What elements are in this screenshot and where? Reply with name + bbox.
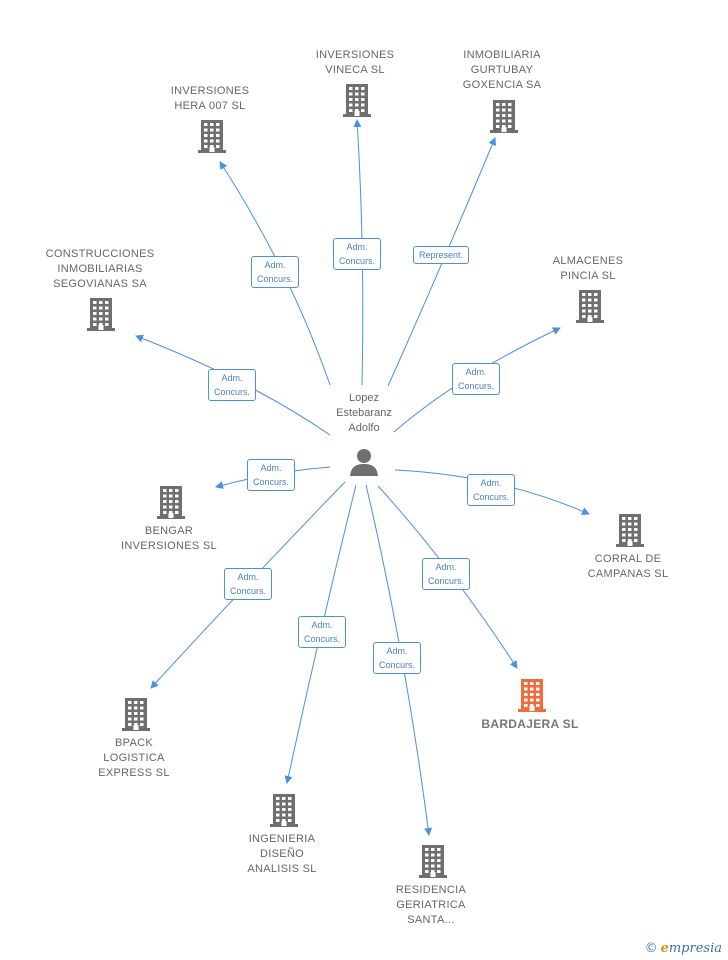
company-name-line: SEGOVIANAS SA <box>53 278 147 290</box>
inversiones-vineca-building-icon[interactable] <box>341 82 373 123</box>
corral-de-campanas-label[interactable]: CORRAL DE CAMPANAS SL <box>588 552 669 582</box>
role-text: Adm. <box>386 646 408 656</box>
role-text: Adm. <box>435 562 457 572</box>
corral-de-campanas-building-icon[interactable] <box>614 512 646 553</box>
company-name-line: INVERSIONES SL <box>121 540 217 552</box>
company-name-line: INVERSIONES <box>315 49 395 61</box>
role-text: Concurs. <box>256 274 294 284</box>
role-text: Adm. <box>264 260 286 270</box>
bardajera-label[interactable]: BARDAJERA SL <box>481 717 578 732</box>
edge-role-badge[interactable]: Adm. Concurs. <box>421 558 471 590</box>
role-text: Adm. <box>221 373 243 383</box>
company-name-line: CAMPANAS SL <box>587 568 669 580</box>
company-name-line: LOGISTICA <box>103 752 165 764</box>
edge-role-badge[interactable]: Adm. Concurs. <box>297 616 347 648</box>
company-name-line: SANTA... <box>407 914 455 926</box>
almacenes-pincia-building-icon[interactable] <box>574 288 606 329</box>
role-text: Concurs. <box>213 387 251 397</box>
bengar-inversiones-label[interactable]: BENGAR INVERSIONES SL <box>121 524 217 554</box>
inversiones-vineca-label[interactable]: INVERSIONES VINECA SL <box>316 48 395 78</box>
role-text: Adm. <box>237 572 259 582</box>
role-text: Adm. <box>346 242 368 252</box>
person-name-line: Adolfo <box>348 422 380 434</box>
inmobiliaria-gurtubay-label[interactable]: INMOBILIARIA GURTUBAY GOXENCIA SA <box>463 48 542 93</box>
company-name-line: GURTUBAY <box>470 64 534 76</box>
edge-role-badge[interactable]: Represent. <box>412 246 470 264</box>
person-name[interactable]: Lopez Estebaranz Adolfo <box>336 391 392 436</box>
person-name-line: Estebaranz <box>336 407 392 419</box>
role-text: Concurs. <box>303 634 341 644</box>
inversiones-hera-building-icon[interactable] <box>196 118 228 159</box>
edge-role-badge[interactable]: Adm. Concurs. <box>332 238 382 270</box>
inversiones-hera-label[interactable]: INVERSIONES HERA 007 SL <box>171 84 250 114</box>
bpack-logistica-label[interactable]: BPACK LOGISTICA EXPRESS SL <box>98 736 169 781</box>
inmobiliaria-gurtubay-building-icon[interactable] <box>488 98 520 139</box>
company-name-line: EXPRESS SL <box>98 767 170 779</box>
role-text: Concurs. <box>427 576 465 586</box>
company-name-line: INMOBILIARIAS <box>57 263 143 275</box>
edge-role-badge[interactable]: Adm. Concurs. <box>223 568 273 600</box>
ingenieria-diseno-label[interactable]: INGENIERIA DISEÑO ANALISIS SL <box>247 832 316 877</box>
brand-initial: e <box>660 941 669 956</box>
company-name-line: INGENIERIA <box>248 833 316 845</box>
company-name-line: PINCIA SL <box>560 270 616 282</box>
company-name-line: DISEÑO <box>260 848 304 860</box>
ingenieria-diseno-building-icon[interactable] <box>268 792 300 833</box>
company-name-line: RESIDENCIA <box>395 884 467 896</box>
role-text: Adm. <box>480 478 502 488</box>
brand-name: mpresia <box>668 941 722 956</box>
company-name-line: INVERSIONES <box>170 85 250 97</box>
role-text: Represent. <box>418 250 464 260</box>
edge-role-badge[interactable]: Adm. Concurs. <box>250 256 300 288</box>
company-name-line: BPACK <box>115 737 153 749</box>
residencia-geriatrica-building-icon[interactable] <box>417 843 449 884</box>
company-name-line: BARDAJERA SL <box>481 717 579 731</box>
construcciones-segovianas-label[interactable]: CONSTRUCCIONES INMOBILIARIAS SEGOVIANAS SA <box>46 247 155 292</box>
role-text: Concurs. <box>457 381 495 391</box>
role-text: Adm. <box>465 367 487 377</box>
company-name-line: BENGAR <box>144 525 194 537</box>
bengar-inversiones-building-icon[interactable] <box>155 484 187 525</box>
company-name-line: ANALISIS SL <box>247 863 317 875</box>
company-name-line: GERIATRICA <box>396 899 466 911</box>
company-name-line: CORRAL DE <box>594 553 662 565</box>
role-text: Adm. <box>260 463 282 473</box>
edge-role-badge[interactable]: Adm. Concurs. <box>372 642 422 674</box>
empresia-logo[interactable]: ©empresia <box>645 941 722 956</box>
edge-role-badge[interactable]: Adm. Concurs. <box>246 459 296 491</box>
company-name-line: HERA 007 SL <box>174 100 246 112</box>
company-name-line: GOXENCIA SA <box>462 79 542 91</box>
residencia-geriatrica-label[interactable]: RESIDENCIA GERIATRICA SANTA... <box>396 883 466 928</box>
person-icon[interactable] <box>349 447 379 482</box>
edge-role-badge[interactable]: Adm. Concurs. <box>451 363 501 395</box>
person-name-line: Lopez <box>349 392 379 404</box>
company-name-line: VINECA SL <box>325 64 385 76</box>
construcciones-segovianas-building-icon[interactable] <box>85 296 117 337</box>
bpack-logistica-building-icon[interactable] <box>120 696 152 737</box>
role-text: Concurs. <box>252 477 290 487</box>
role-text: Adm. <box>311 620 333 630</box>
role-text: Concurs. <box>338 256 376 266</box>
almacenes-pincia-label[interactable]: ALMACENES PINCIA SL <box>553 254 624 284</box>
company-name-line: INMOBILIARIA <box>463 49 541 61</box>
role-text: Concurs. <box>472 492 510 502</box>
role-text: Concurs. <box>378 660 416 670</box>
company-name-line: CONSTRUCCIONES <box>45 248 155 260</box>
company-name-line: ALMACENES <box>552 255 624 267</box>
bardajera-building-icon[interactable] <box>516 677 548 718</box>
edge-role-badge[interactable]: Adm. Concurs. <box>466 474 516 506</box>
role-text: Concurs. <box>229 586 267 596</box>
copyright-symbol: © <box>644 941 658 956</box>
edge-to-inmobiliaria-gurtubay <box>387 137 496 387</box>
edge-role-badge[interactable]: Adm. Concurs. <box>207 369 257 401</box>
